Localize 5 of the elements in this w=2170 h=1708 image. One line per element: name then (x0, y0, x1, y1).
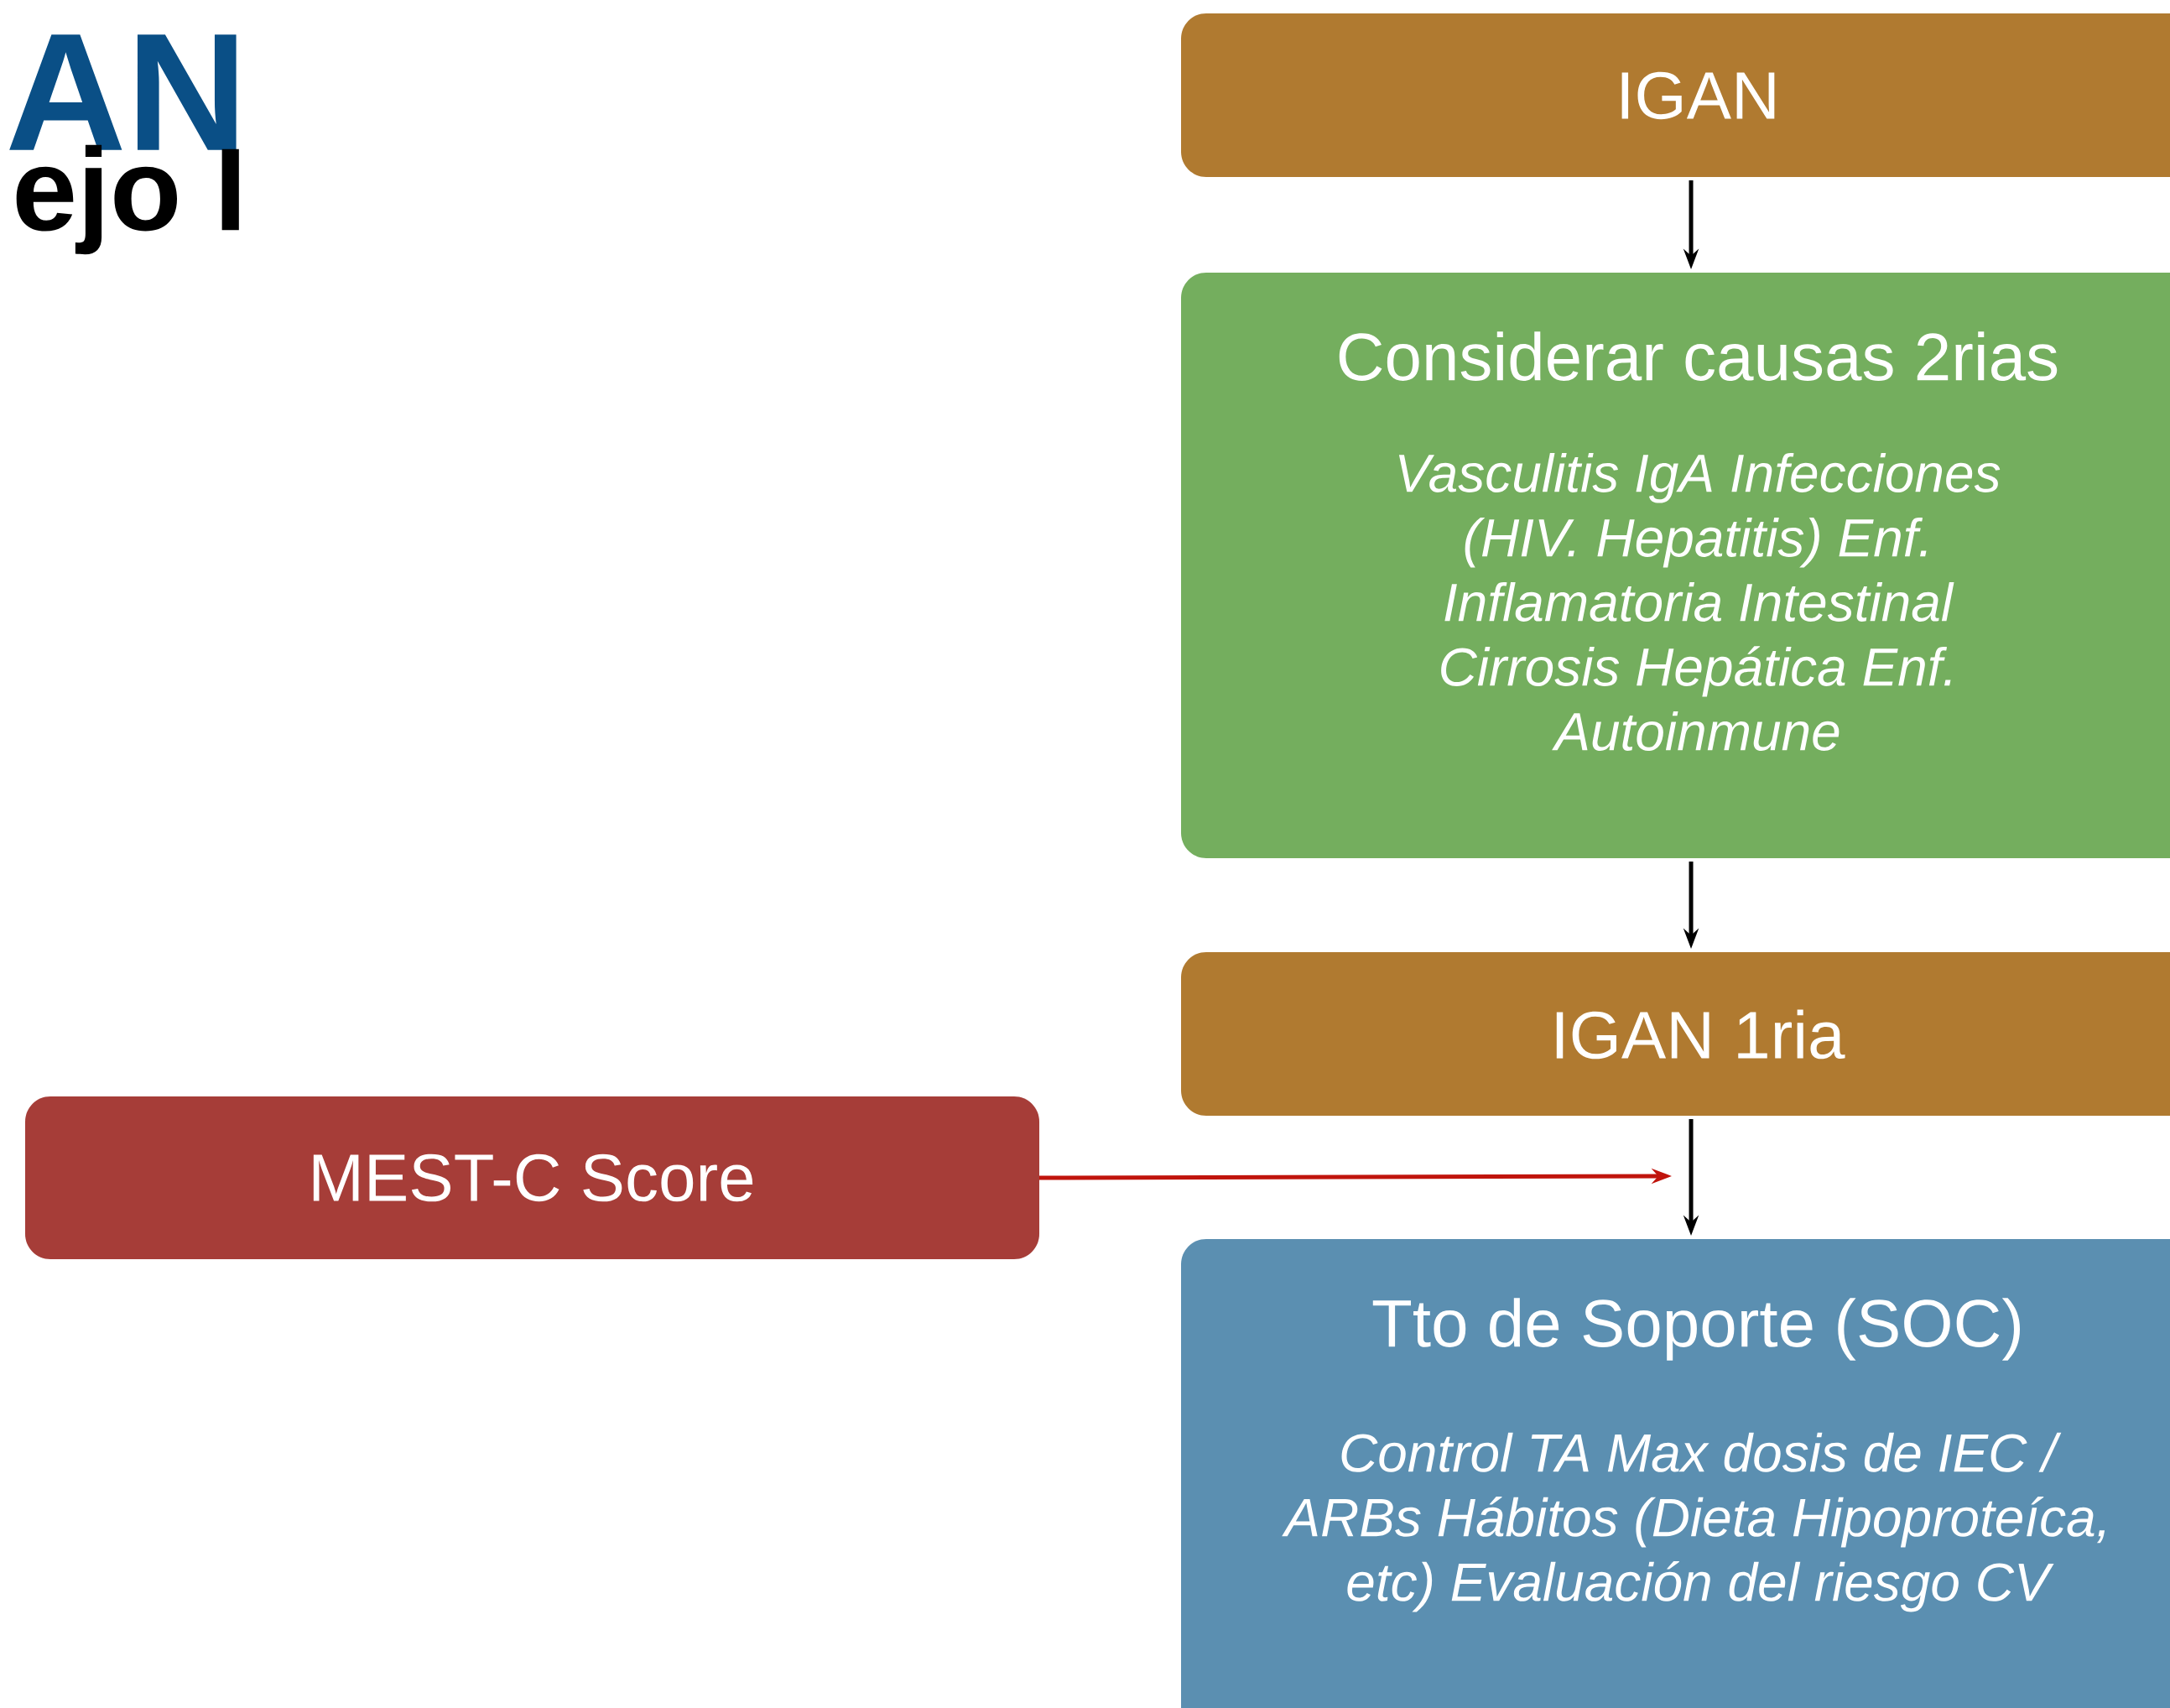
process-box: MEST-C Score (25, 1096, 1039, 1259)
process-box: Tto de Soporte (SOC) Control TA Max dosis de IEC / ARBs Hábitos (Dieta Hipoproteíca, etc) Evaluación del riesgo CV (1181, 1239, 2170, 1708)
process-box: IGAN 1ria (1181, 952, 2170, 1116)
process-box: IGAN (1181, 13, 2170, 177)
process-box: Considerar causas 2rias Vasculitis IgA Infecciones (HIV. Hepatitis) Enf. Inflamatoria Intestinal Cirrosis Hepática Enf. Autoinmune (1181, 273, 2170, 858)
